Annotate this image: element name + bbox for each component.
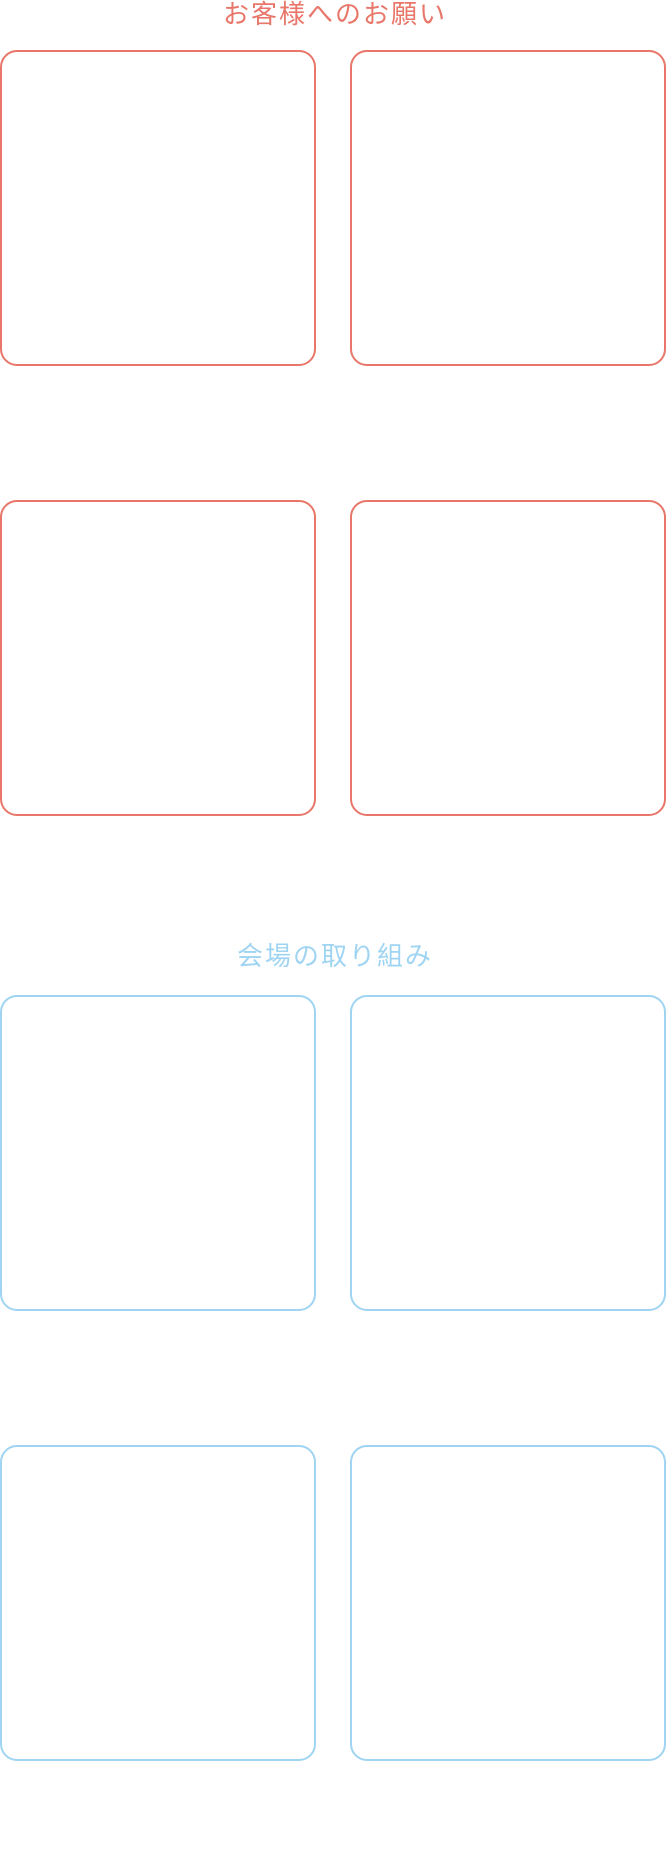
effort-card xyxy=(350,1445,666,1761)
request-card xyxy=(350,50,666,366)
request-card xyxy=(0,500,316,816)
request-card xyxy=(350,500,666,816)
section-title-customer-requests: お客様へのお願い xyxy=(222,0,447,30)
effort-card xyxy=(0,995,316,1311)
request-card xyxy=(0,50,316,366)
section-title-venue-efforts: 会場の取り組み xyxy=(236,942,433,972)
effort-card xyxy=(350,995,666,1311)
effort-card xyxy=(0,1445,316,1761)
